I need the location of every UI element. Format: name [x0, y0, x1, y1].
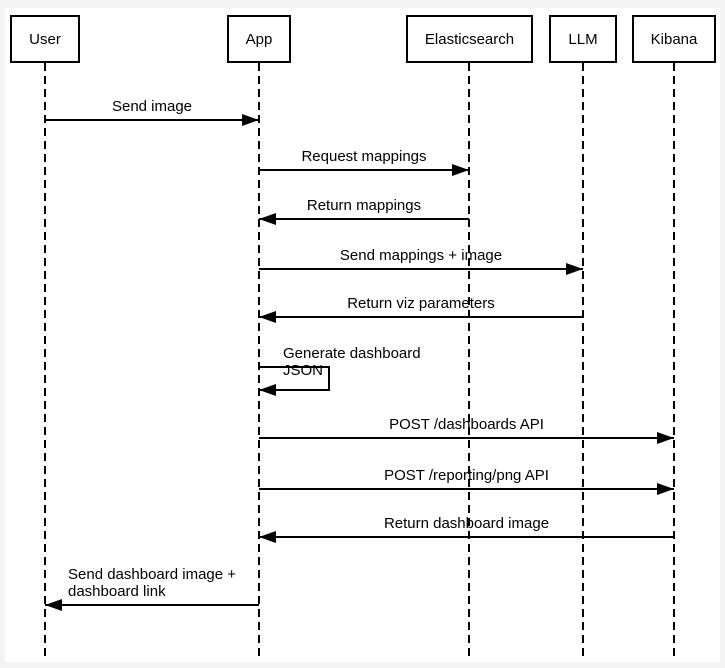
- participant-elasticsearch: Elasticsearch: [406, 15, 533, 63]
- message-label: POST /dashboards API: [389, 416, 544, 433]
- arrowhead-left-icon: [45, 599, 62, 611]
- participant-label: LLM: [568, 30, 598, 48]
- message-request-mappings: Request mappings: [259, 148, 469, 178]
- message-generate-dashboard-json: Generate dashboard JSON: [259, 345, 464, 396]
- message-label: Send mappings + image: [339, 247, 503, 264]
- participant-label: App: [245, 30, 273, 48]
- self-message-top-line: [259, 366, 330, 368]
- participant-user: User: [10, 15, 80, 63]
- arrowhead-left-icon: [259, 531, 276, 543]
- self-message-side-line: [328, 366, 330, 391]
- arrowhead-right-icon: [657, 432, 674, 444]
- message-line: [259, 169, 469, 171]
- arrowhead-right-icon: [657, 483, 674, 495]
- message-label: Send image: [111, 98, 193, 115]
- message-line: [259, 316, 583, 318]
- lifeline-user: [44, 63, 46, 661]
- message-label: Return mappings: [306, 197, 422, 214]
- message-line: [45, 119, 259, 121]
- message-line: [259, 218, 469, 220]
- participant-llm: LLM: [549, 15, 617, 63]
- lifeline-app: [258, 63, 260, 661]
- message-send-image: Send image: [45, 98, 259, 128]
- message-label: POST /reporting/png API: [384, 467, 549, 484]
- lifeline-elasticsearch: [468, 63, 470, 661]
- message-line: [259, 488, 674, 490]
- message-post-dashboards-api: POST /dashboards API: [259, 416, 674, 446]
- diagram-canvas: [5, 8, 720, 662]
- message-label: Generate dashboard JSON: [283, 345, 421, 379]
- participant-label: User: [29, 30, 61, 48]
- message-line: [45, 604, 259, 606]
- message-return-dashboard-image: Return dashboard image: [259, 515, 674, 545]
- message-label: Send dashboard image + dashboard link: [68, 566, 237, 600]
- arrowhead-left-icon: [259, 311, 276, 323]
- message-line: [259, 268, 583, 270]
- participant-kibana: Kibana: [632, 15, 716, 63]
- message-label: Request mappings: [301, 148, 427, 165]
- message-return-mappings: Return mappings: [259, 197, 469, 227]
- arrowhead-left-icon: [259, 384, 276, 396]
- lifeline-llm: [582, 63, 584, 661]
- arrowhead-right-icon: [566, 263, 583, 275]
- message-return-viz-parameters: Return viz parameters: [259, 295, 583, 325]
- message-label: Return viz parameters: [347, 295, 495, 312]
- lifeline-kibana: [673, 63, 675, 661]
- participant-label: Kibana: [650, 30, 698, 48]
- message-send-dashboard-image-link: Send dashboard image + dashboard link: [45, 566, 259, 616]
- message-post-reporting-png-api: POST /reporting/png API: [259, 467, 674, 497]
- arrowhead-left-icon: [259, 213, 276, 225]
- message-label: Return dashboard image: [383, 515, 550, 532]
- message-line: [259, 437, 674, 439]
- message-send-mappings-image: Send mappings + image: [259, 247, 583, 277]
- arrowhead-right-icon: [452, 164, 469, 176]
- participant-app: App: [227, 15, 291, 63]
- participant-label: Elasticsearch: [424, 30, 515, 48]
- message-line: [259, 536, 674, 538]
- self-message-bottom-line: [259, 389, 330, 391]
- arrowhead-right-icon: [242, 114, 259, 126]
